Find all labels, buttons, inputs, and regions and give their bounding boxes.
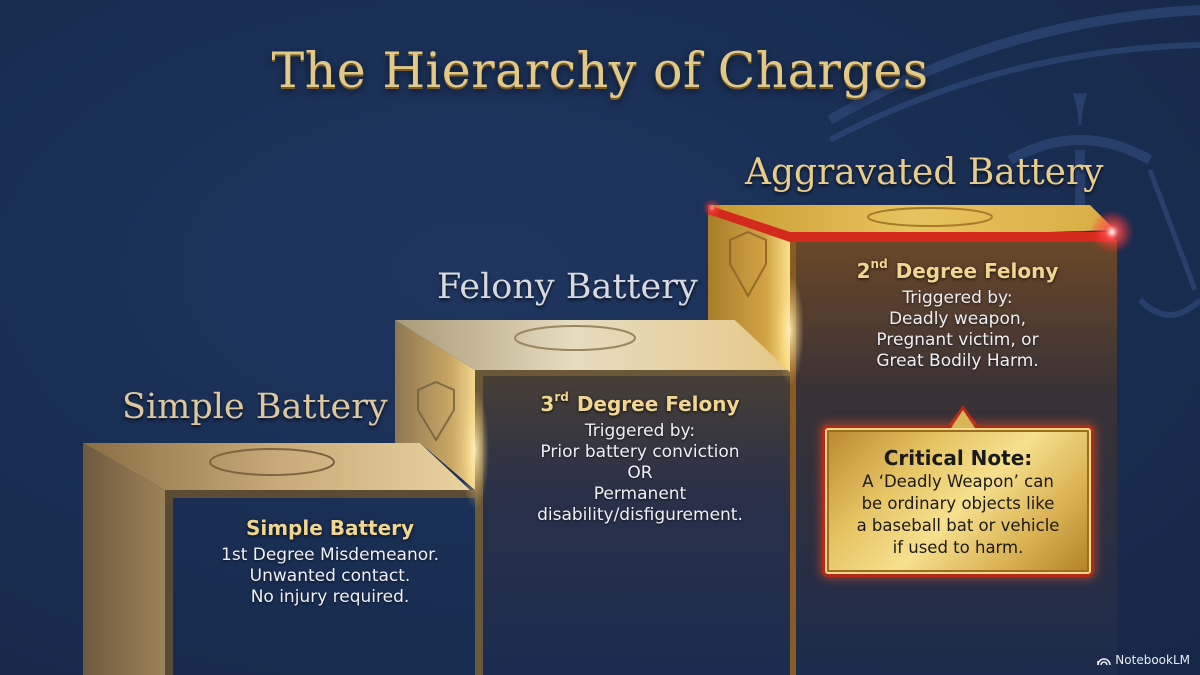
degree-number: 3 (540, 392, 555, 416)
critical-note-callout: Critical Note: A ‘Deadly Weapon’ can be … (822, 425, 1094, 577)
panel-line: OR (627, 463, 653, 483)
step-label-felony-battery: Felony Battery (437, 267, 698, 307)
panel-line: Great Bodily Harm. (876, 351, 1039, 371)
panel-heading: 2nd Degree Felony (800, 257, 1115, 283)
note-line: if used to harm. (892, 538, 1024, 557)
panel-line: 1st Degree Misdemeanor. (221, 545, 439, 565)
note-line: a baseball bat or vehicle (856, 516, 1060, 535)
slide-title: The Hierarchy of Charges (271, 42, 929, 99)
panel-line: Triggered by: (584, 421, 696, 441)
panel-body: Triggered by: Deadly weapon, Pregnant vi… (800, 288, 1115, 372)
callout-pointer-inner (951, 410, 975, 428)
step-label-simple-battery: Simple Battery (122, 387, 388, 427)
brand-label: NotebookLM (1115, 653, 1190, 667)
critical-note-title: Critical Note: (883, 446, 1033, 470)
panel-line: Unwanted contact. (249, 566, 411, 586)
panel-line: Permanent (593, 484, 687, 504)
panel-heading: 3rd Degree Felony (480, 390, 800, 416)
step-panel-felony-battery: 3rd Degree Felony Triggered by: Prior ba… (480, 390, 800, 526)
panel-line: Prior battery conviction (540, 442, 740, 462)
degree-ordinal: nd (870, 257, 888, 271)
note-line: be ordinary objects like (861, 494, 1055, 513)
degree-ordinal: rd (554, 390, 569, 404)
notebooklm-logo-icon (1097, 657, 1112, 665)
degree-number: 2 (856, 259, 871, 283)
step-label-aggravated-battery: Aggravated Battery (745, 152, 1104, 193)
panel-line: Deadly weapon, (888, 309, 1027, 329)
panel-line: Pregnant victim, or (876, 330, 1039, 350)
panel-line: Triggered by: (902, 288, 1013, 308)
notebooklm-watermark: NotebookLM (1097, 653, 1190, 667)
degree-suffix: Degree Felony (895, 259, 1059, 283)
panel-body: Triggered by: Prior battery conviction O… (480, 421, 800, 526)
panel-body: 1st Degree Misdemeanor. Unwanted contact… (180, 545, 480, 608)
step-panel-simple-battery: Simple Battery 1st Degree Misdemeanor. U… (180, 516, 480, 608)
note-line: A ‘Deadly Weapon’ can (862, 472, 1054, 491)
panel-line: disability/disfigurement. (537, 505, 743, 525)
panel-line: No injury required. (250, 587, 410, 607)
critical-note-body: A ‘Deadly Weapon’ can be ordinary object… (825, 471, 1091, 559)
panel-heading: Simple Battery (245, 516, 415, 540)
step-panel-aggravated-battery: 2nd Degree Felony Triggered by: Deadly w… (800, 257, 1115, 372)
degree-suffix: Degree Felony (576, 392, 740, 416)
